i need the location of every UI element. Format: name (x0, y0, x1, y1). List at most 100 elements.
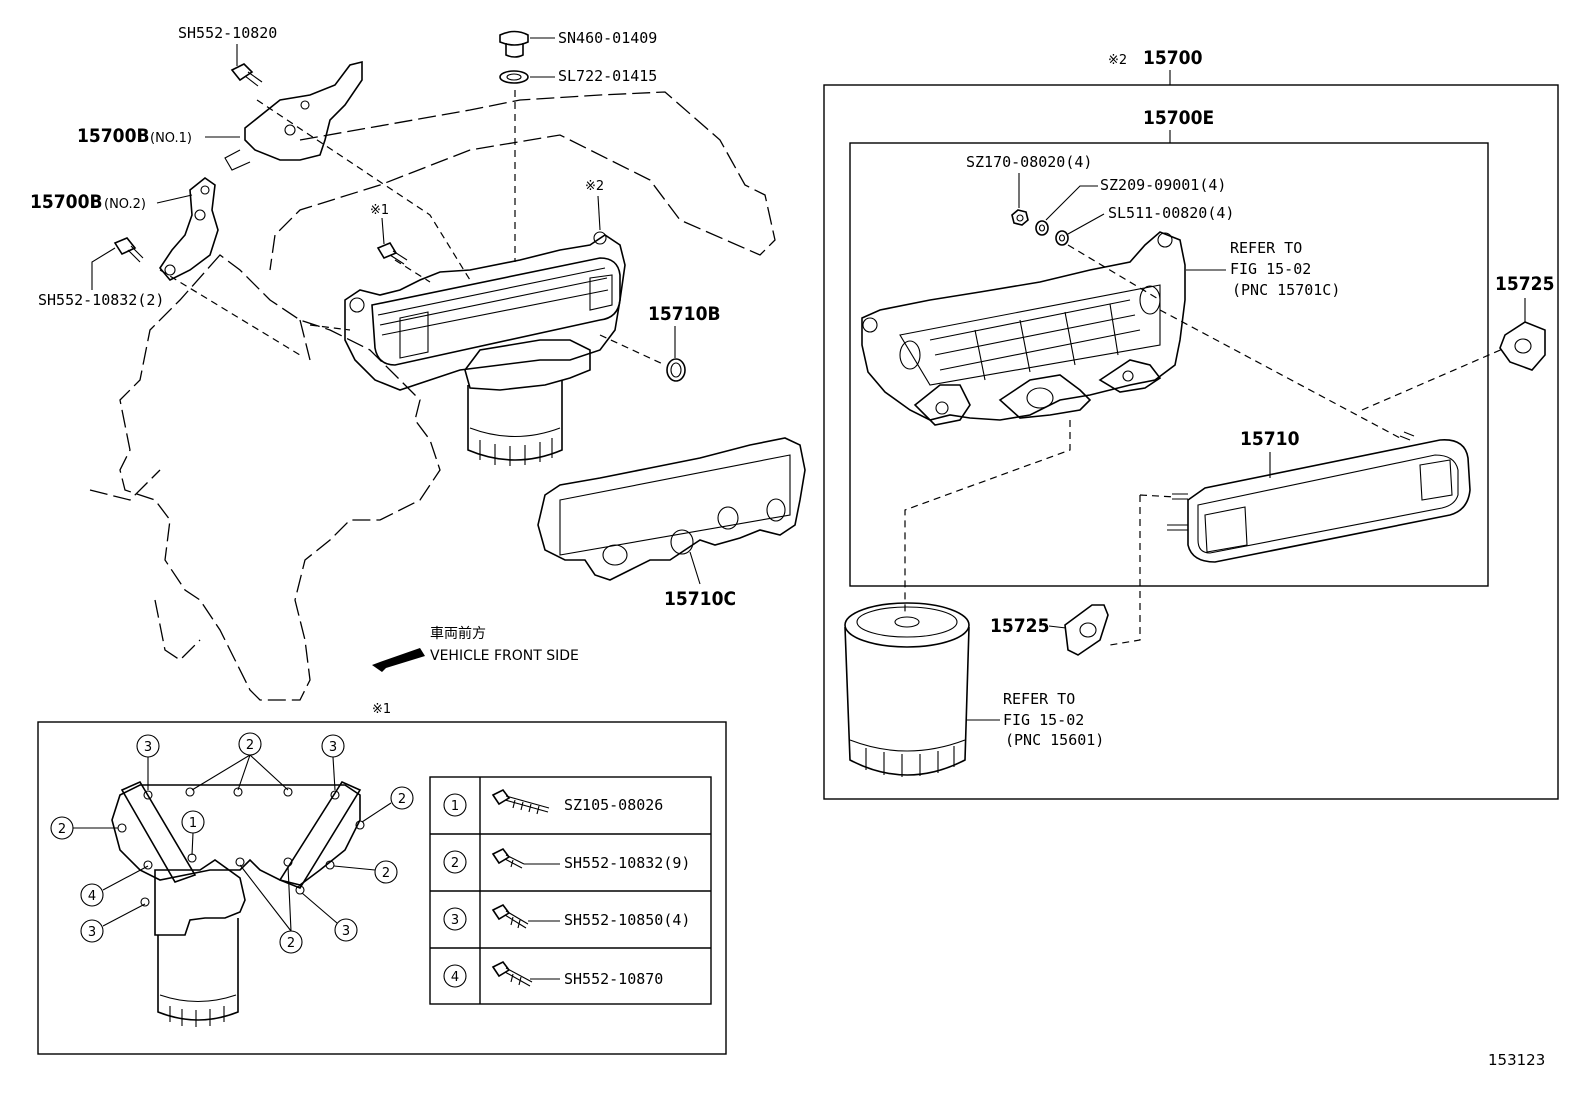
label-sh552-10820: SH552-10820 (178, 24, 277, 42)
callout-1: 1 (181, 810, 205, 856)
o-ring-15710b[interactable] (666, 358, 686, 382)
refer2-line-b: FIG 15-02 (1003, 711, 1084, 729)
svg-text:3: 3 (88, 925, 96, 940)
callout-2-c: 2 (50, 816, 118, 840)
callout-3-b: 3 (321, 734, 345, 791)
engine-ghost-outline (89, 91, 776, 701)
svg-text:SH552-10870: SH552-10870 (564, 970, 663, 988)
svg-text:3: 3 (451, 913, 459, 928)
label-sh552-10832-2: SH552-10832(2) (38, 291, 164, 309)
bolt-icon (491, 788, 550, 815)
label-sz170: SZ170-08020(4) (966, 153, 1092, 171)
label-15710c: 15710C (664, 588, 736, 610)
svg-text:2: 2 (382, 866, 390, 881)
callout-2-d: 2 (239, 864, 303, 954)
label-15700b-no2: 15700B (30, 191, 103, 213)
callout-4: 4 (80, 865, 149, 907)
svg-text:2: 2 (246, 738, 254, 753)
fastener-legend-table: 1 SZ105-08026 2 SH552-10832(9) 3 SH552-1… (429, 776, 712, 1005)
svg-text:2: 2 (398, 792, 406, 807)
legend-row-1: 1 SZ105-08026 (443, 788, 663, 817)
gasket-sl511-00820[interactable] (1055, 230, 1069, 246)
svg-text:4: 4 (451, 970, 459, 985)
oil-cooler-assembly[interactable] (344, 231, 626, 466)
left-dashed-leaders (159, 90, 666, 366)
label-sl722-01415: SL722-01415 (558, 67, 657, 85)
gasket-15725-upper[interactable] (1499, 321, 1546, 371)
svg-text:1: 1 (189, 816, 197, 831)
svg-text:2: 2 (451, 856, 459, 871)
nut-sz170-08020[interactable] (1011, 209, 1029, 226)
svg-text:SZ105-08026: SZ105-08026 (564, 796, 663, 814)
right-dashed-leaders (904, 244, 1506, 646)
right-labels: SZ170-08020(4) SZ209-09001(4) SL511-0082… (966, 153, 1554, 749)
front-label-en: VEHICLE FRONT SIDE (430, 648, 579, 664)
refer1-line-c: (PNC 15701C) (1232, 281, 1340, 299)
detail-cooler-drawing (111, 780, 365, 1027)
label-mark2-cooler: ※2 (585, 179, 604, 194)
refer1-line-b: FIG 15-02 (1230, 260, 1311, 278)
front-label-jp: 車両前方 (430, 625, 486, 642)
callout-3-a: 3 (136, 734, 160, 790)
svg-text:1: 1 (451, 799, 459, 814)
svg-text:SH552-10832(9): SH552-10832(9) (564, 854, 690, 872)
left-labels: SH552-10820 SN460-01409 SL722-01415 1570… (30, 24, 736, 610)
bolt-mark1[interactable] (376, 241, 408, 265)
svg-text:4: 4 (88, 889, 96, 904)
callout-2-b: 2 (361, 786, 414, 823)
svg-text:SH552-10850(4): SH552-10850(4) (564, 911, 690, 929)
label-15700e: 15700E (1143, 107, 1214, 129)
svg-text:3: 3 (342, 924, 350, 939)
detail-box-mark: ※1 (372, 702, 391, 717)
refer1-line-a: REFER TO (1230, 239, 1302, 257)
label-15725-lower: 15725 (990, 615, 1049, 637)
label-15710: 15710 (1240, 428, 1300, 450)
svg-text:3: 3 (144, 740, 152, 755)
legend-row-2: 2 SH552-10832(9) (443, 847, 690, 874)
label-no1: (NO.1) (150, 131, 192, 146)
label-sn460-01409: SN460-01409 (558, 29, 657, 47)
callout-2-e: 2 (333, 860, 398, 884)
oil-filter[interactable] (844, 602, 970, 777)
svg-text:2: 2 (58, 822, 66, 837)
legend-row-3: 3 SH552-10850(4) (443, 903, 690, 931)
bolt-icon (491, 960, 560, 987)
bolt-sh552-10832[interactable] (113, 237, 144, 263)
plug-sn460-01409[interactable] (499, 30, 529, 58)
bolt-icon (491, 903, 560, 929)
callout-3-c: 3 (80, 903, 146, 943)
refer2-line-c: (PNC 15601) (1005, 731, 1104, 749)
gasket-sl722-01415[interactable] (499, 70, 529, 84)
legend-row-4: 4 SH552-10870 (443, 960, 663, 988)
bolt-sh552-10820[interactable] (230, 63, 263, 87)
assembly-box-15700e (849, 142, 1489, 587)
bracket-no1[interactable] (224, 60, 363, 171)
bracket-no2[interactable] (159, 177, 219, 281)
assembly-box-15700 (823, 84, 1559, 800)
detail-box (37, 721, 727, 1055)
detail-callouts: 3 2 3 2 2 1 4 3 2 2 3 (50, 732, 414, 954)
svg-text:2: 2 (287, 936, 295, 951)
bolt-icon (491, 847, 560, 869)
vehicle-front-indicator: 車両前方 VEHICLE FRONT SIDE (372, 625, 579, 672)
refer2-line-a: REFER TO (1003, 690, 1075, 708)
gasket-15710c[interactable] (537, 437, 806, 581)
callout-2-a: 2 (191, 732, 289, 791)
gasket-15725-lower[interactable] (1064, 604, 1109, 656)
oil-cooler-body[interactable] (861, 231, 1186, 426)
figure-number: 153123 (1488, 1051, 1545, 1069)
mark2-assembly: ※2 (1108, 53, 1127, 68)
callout-3-d: 3 (301, 892, 358, 942)
cooler-element-15710[interactable] (1167, 431, 1471, 563)
front-arrow-icon (372, 648, 425, 672)
label-15700b-no1: 15700B (77, 125, 150, 147)
label-sl511: SL511-00820(4) (1108, 204, 1234, 222)
label-15710b: 15710B (648, 303, 721, 325)
label-15700: 15700 (1143, 47, 1203, 69)
label-sz209: SZ209-09001(4) (1100, 176, 1226, 194)
label-mark1-bolt: ※1 (370, 203, 389, 218)
washer-sz209-09001[interactable] (1035, 220, 1049, 236)
label-15725-upper: 15725 (1495, 273, 1554, 295)
